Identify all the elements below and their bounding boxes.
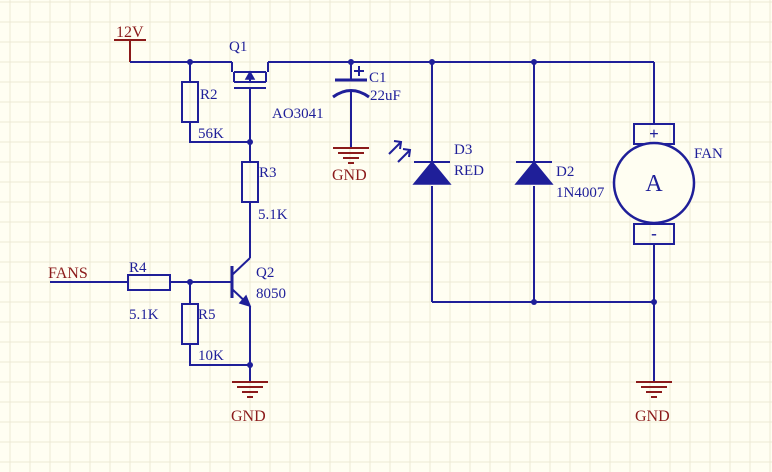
r2-value: 56K bbox=[198, 126, 224, 142]
gnd-symbol-fan: GND bbox=[635, 381, 672, 425]
fan-plus-label: + bbox=[649, 124, 659, 143]
q2-ref: Q2 bbox=[256, 265, 274, 281]
q1-mosfet: Q1 AO3041 bbox=[229, 39, 324, 122]
fan-minus-label: - bbox=[651, 224, 657, 243]
q2-value: 8050 bbox=[256, 286, 286, 302]
wires bbox=[50, 61, 655, 382]
r3-resistor: R3 5.1K bbox=[241, 161, 288, 223]
q2-transistor: Q2 8050 bbox=[230, 246, 286, 308]
junctions bbox=[187, 59, 657, 368]
vcc-port: 12V bbox=[114, 24, 146, 62]
q1-value: AO3041 bbox=[272, 106, 324, 122]
c1-ref: C1 bbox=[369, 70, 387, 86]
r4-resistor: R4 5.1K bbox=[127, 260, 171, 323]
d2-diode: D2 1N4007 bbox=[514, 160, 605, 201]
gnd-symbol-c1: GND bbox=[332, 147, 369, 184]
d2-ref: D2 bbox=[556, 164, 574, 180]
r2-ref: R2 bbox=[200, 87, 218, 103]
gnd-label-3: GND bbox=[635, 408, 670, 425]
gnd-symbol-q2: GND bbox=[231, 381, 268, 425]
c1-capacitor: C1 22uF bbox=[332, 66, 401, 104]
r4-ref: R4 bbox=[129, 260, 147, 276]
r3-ref: R3 bbox=[259, 165, 277, 181]
fan-symbol: A bbox=[645, 171, 663, 197]
gnd-label-1: GND bbox=[332, 167, 367, 184]
c1-value: 22uF bbox=[370, 88, 401, 104]
d3-value: RED bbox=[454, 163, 484, 179]
vcc-label: 12V bbox=[116, 24, 144, 41]
fan-motor: + - A FAN bbox=[612, 123, 723, 245]
r3-value: 5.1K bbox=[258, 207, 288, 223]
d3-ref: D3 bbox=[454, 142, 472, 158]
r5-value: 10K bbox=[198, 348, 224, 364]
r5-resistor: R5 10K bbox=[181, 303, 224, 364]
fan-ref: FAN bbox=[694, 146, 723, 162]
q1-ref: Q1 bbox=[229, 39, 247, 55]
r4-value: 5.1K bbox=[129, 307, 159, 323]
r5-ref: R5 bbox=[198, 307, 216, 323]
d2-value: 1N4007 bbox=[556, 185, 605, 201]
r2-resistor: R2 56K bbox=[181, 81, 224, 142]
gnd-label-2: GND bbox=[231, 408, 266, 425]
fans-net-label: FANS bbox=[48, 265, 88, 282]
d3-led: D3 RED bbox=[388, 140, 484, 185]
